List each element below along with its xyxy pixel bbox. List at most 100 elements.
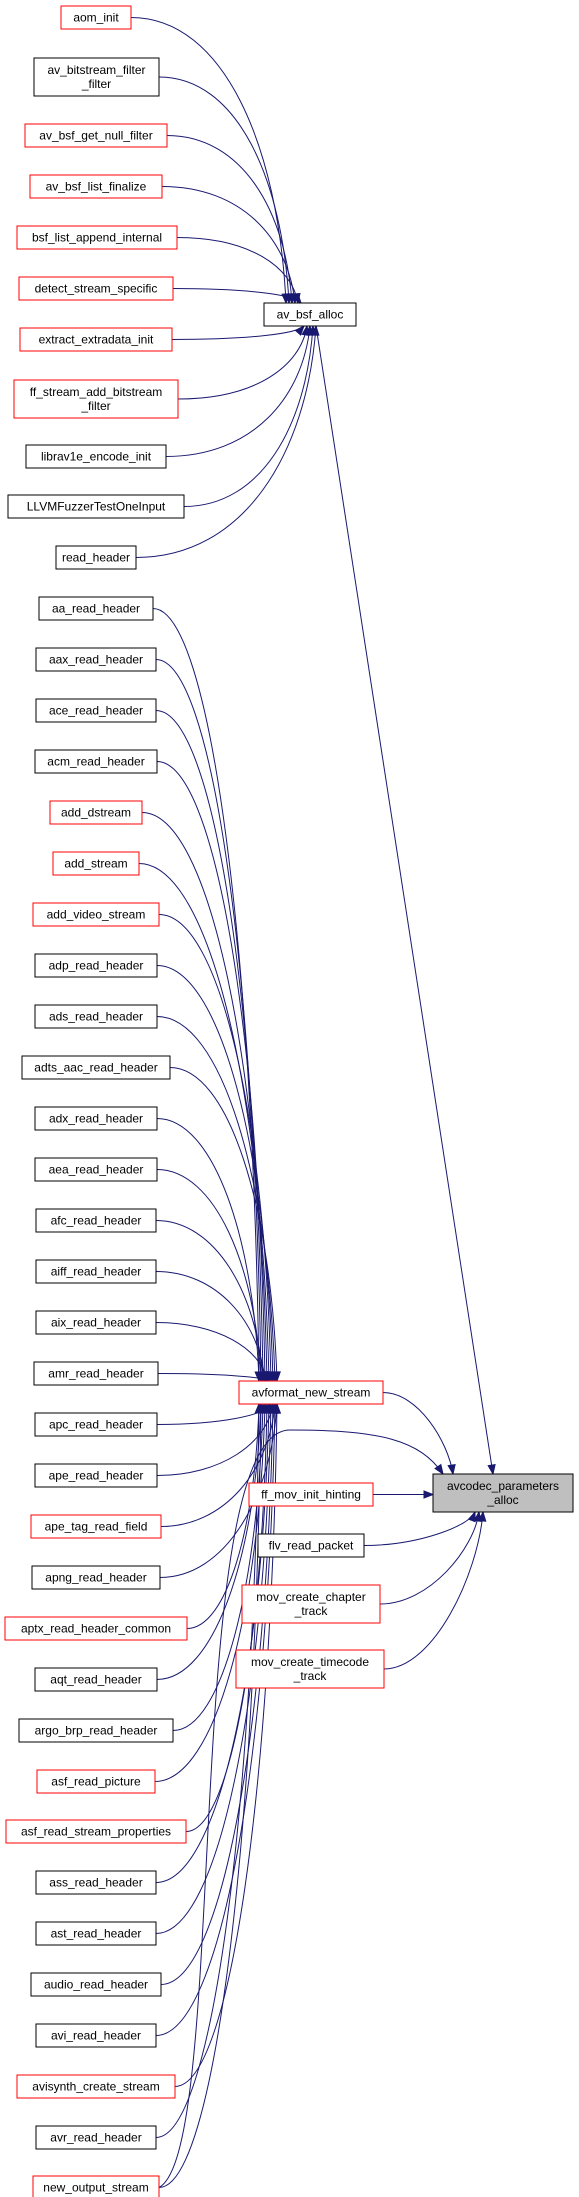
node-label: avi_read_header — [51, 2029, 141, 2043]
node-ass-read-header: ass_read_header — [35, 1870, 157, 1895]
node-box — [16, 2074, 176, 2099]
node-add-dstream[interactable]: add_dstream — [49, 800, 143, 825]
arrowhead — [447, 1463, 456, 1476]
node-avformat-new-stream[interactable]: avformat_new_stream — [238, 1380, 384, 1405]
edge-adx-read-header-to-avformat-new-stream — [156, 1118, 260, 1382]
node-label: amr_read_header — [48, 1367, 143, 1381]
edge-avisynth-create-stream-to-avformat-new-stream — [174, 1403, 278, 2087]
node-box — [33, 57, 160, 97]
node-audio-read-header: audio_read_header — [30, 1972, 162, 1997]
node-label: aptx_read_header_common — [21, 1622, 171, 1636]
edge-read-header-to-av-bsf-alloc — [135, 325, 317, 558]
node-flv-read-packet: flv_read_packet — [257, 1533, 365, 1558]
node-box — [235, 1649, 385, 1689]
node-label: afc_read_header — [51, 1214, 142, 1228]
node-av-bsf-list-finalize[interactable]: av_bsf_list_finalize — [29, 174, 163, 199]
edge-ads-read-header-to-avformat-new-stream — [156, 1016, 276, 1382]
node-read-header: read_header — [55, 545, 137, 570]
edge-detect-stream-specific-to-av-bsf-alloc — [172, 288, 302, 304]
node-box — [263, 302, 357, 327]
node-aptx-read-header-common[interactable]: aptx_read_header_common — [4, 1616, 188, 1641]
edge-av-bsf-list-finalize-to-av-bsf-alloc — [161, 186, 296, 304]
node-ace-read-header: ace_read_header — [35, 698, 157, 723]
arrowhead — [272, 1371, 281, 1383]
node-new-output-stream[interactable]: new_output_stream — [32, 2175, 160, 2197]
node-label: aix_read_header — [51, 1316, 141, 1330]
node-label: _filter — [81, 77, 111, 91]
node-box — [35, 647, 157, 672]
node-box — [32, 902, 160, 927]
node-label: ape_read_header — [49, 1469, 144, 1483]
edge-aix-read-header-to-avformat-new-stream — [155, 1322, 268, 1382]
edge-add-video-stream-to-avformat-new-stream — [158, 914, 272, 1382]
edge-librav1e-encode-init-to-av-bsf-alloc — [165, 325, 311, 457]
node-aqt-read-header: aqt_read_header — [34, 1667, 158, 1692]
node-add-stream[interactable]: add_stream — [52, 851, 140, 876]
node-aom-init[interactable]: aom_init — [60, 5, 132, 30]
node-box — [34, 953, 158, 978]
arrowhead — [294, 324, 305, 336]
node-box — [34, 1004, 158, 1029]
node-extract-extradata-init[interactable]: extract_extradata_init — [19, 327, 173, 352]
node-amr-read-header: amr_read_header — [33, 1361, 159, 1386]
node-label: _track — [294, 1604, 329, 1618]
node-label: librav1e_encode_init — [41, 450, 152, 464]
node-av-bsf-get-null-filter[interactable]: av_bsf_get_null_filter — [24, 123, 168, 148]
node-avisynth-create-stream[interactable]: avisynth_create_stream — [16, 2074, 176, 2099]
node-ff-stream-add-bitstream-filter[interactable]: ff_stream_add_bitstream_filter — [13, 379, 179, 419]
node-asf-read-picture[interactable]: asf_read_picture — [36, 1769, 156, 1794]
node-asf-read-stream-properties[interactable]: asf_read_stream_properties — [5, 1819, 187, 1844]
edge-ape-read-header-to-avformat-new-stream — [156, 1403, 274, 1476]
node-box — [35, 2023, 157, 2048]
node-ff-mov-init-hinting[interactable]: ff_mov_init_hinting — [248, 1482, 374, 1507]
node-label: LLVMFuzzerTestOneInput — [27, 500, 166, 514]
node-argo-brp-read-header: argo_brp_read_header — [18, 1718, 174, 1743]
node-box — [24, 123, 168, 148]
arrowhead — [423, 1490, 435, 1499]
node-mov-create-chapter-track[interactable]: mov_create_chapter_track — [241, 1584, 381, 1624]
node-mov-create-timecode-track[interactable]: mov_create_timecode_track — [235, 1649, 385, 1689]
edge-extract-extradata-init-to-av-bsf-alloc — [171, 325, 305, 340]
node-label: bsf_list_append_internal — [32, 231, 162, 245]
node-box — [38, 596, 154, 621]
node-label: aiff_read_header — [51, 1265, 142, 1279]
node-label: ads_read_header — [49, 1010, 143, 1024]
node-label: ace_read_header — [49, 704, 143, 718]
node-box — [30, 1514, 162, 1539]
edge-acm-read-header-to-avformat-new-stream — [156, 761, 266, 1382]
node-ape-tag-read-field[interactable]: ape_tag_read_field — [30, 1514, 162, 1539]
edge-llvmfuzzertestoneinput-to-av-bsf-alloc — [183, 325, 314, 507]
node-label: ass_read_header — [49, 1876, 142, 1890]
node-box — [4, 1616, 188, 1641]
edge-ape-tag-read-field-to-avformat-new-stream — [160, 1403, 276, 1527]
node-add-video-stream[interactable]: add_video_stream — [32, 902, 160, 927]
edge-ass-read-header-to-avformat-new-stream — [155, 1403, 270, 1883]
node-box — [241, 1584, 381, 1624]
edge-mov-create-chapter-track-to-avcodec-parameters-alloc — [379, 1511, 480, 1605]
node-label: av_bsf_get_null_filter — [39, 129, 152, 143]
node-box — [7, 494, 185, 519]
node-box — [36, 1769, 156, 1794]
node-bsf-list-append-internal[interactable]: bsf_list_append_internal — [16, 225, 178, 250]
node-label: av_bitstream_filter — [47, 63, 145, 77]
arrowhead — [487, 1463, 496, 1476]
node-box — [238, 1380, 384, 1405]
node-box — [432, 1473, 574, 1513]
node-aiff-read-header: aiff_read_header — [35, 1259, 157, 1284]
arrowhead — [434, 1463, 444, 1476]
node-label: avcodec_parameters — [447, 1479, 559, 1493]
node-box — [35, 1870, 157, 1895]
node-box — [34, 1412, 158, 1437]
node-detect-stream-specific[interactable]: detect_stream_specific — [18, 276, 174, 301]
node-box — [257, 1533, 365, 1558]
node-label: adts_aac_read_header — [34, 1061, 157, 1075]
node-adp-read-header: adp_read_header — [34, 953, 158, 978]
node-label: _alloc — [486, 1493, 518, 1507]
node-label: flv_read_packet — [269, 1539, 354, 1553]
edge-aax-read-header-to-avformat-new-stream — [155, 659, 262, 1382]
node-box — [35, 1208, 157, 1233]
node-av-bsf-alloc: av_bsf_alloc — [263, 302, 357, 327]
node-label: ff_mov_init_hinting — [261, 1488, 361, 1502]
edge-add-stream-to-avformat-new-stream — [138, 863, 270, 1382]
